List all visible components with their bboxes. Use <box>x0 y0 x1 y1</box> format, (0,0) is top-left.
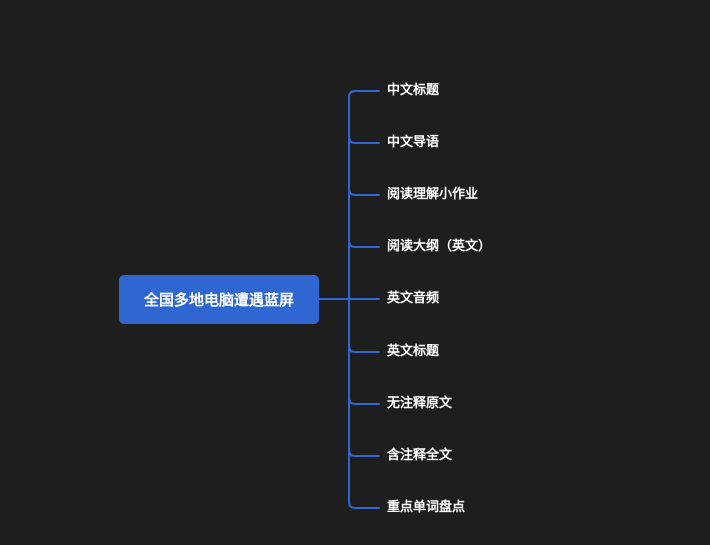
branch-connector <box>348 136 380 144</box>
branch-topic-reading-homework[interactable]: 阅读理解小作业 <box>387 187 479 202</box>
branch-connector <box>348 449 380 457</box>
branch-topic-reading-outline[interactable]: 阅读大纲（英文） <box>387 239 492 254</box>
branch-connector <box>348 397 380 405</box>
branch-connector <box>348 501 380 509</box>
branch-connector <box>348 240 380 248</box>
branch-topic-annotated-full-text[interactable]: 含注释全文 <box>387 448 453 463</box>
branch-topic-english-title[interactable]: 英文标题 <box>387 344 440 359</box>
branch-topic-plain-original[interactable]: 无注释原文 <box>387 396 453 411</box>
branch-topic-english-audio[interactable]: 英文音频 <box>387 291 440 306</box>
branch-connector <box>348 345 380 353</box>
branch-connector <box>348 188 380 196</box>
branch-topic-key-vocabulary[interactable]: 重点单词盘点 <box>387 500 466 515</box>
root-topic[interactable]: 全国多地电脑遭遇蓝屏 <box>119 275 319 324</box>
branch-topic-chinese-title[interactable]: 中文标题 <box>387 83 440 98</box>
branch-connector <box>348 90 380 98</box>
branch-topic-chinese-lead[interactable]: 中文导语 <box>387 135 440 150</box>
